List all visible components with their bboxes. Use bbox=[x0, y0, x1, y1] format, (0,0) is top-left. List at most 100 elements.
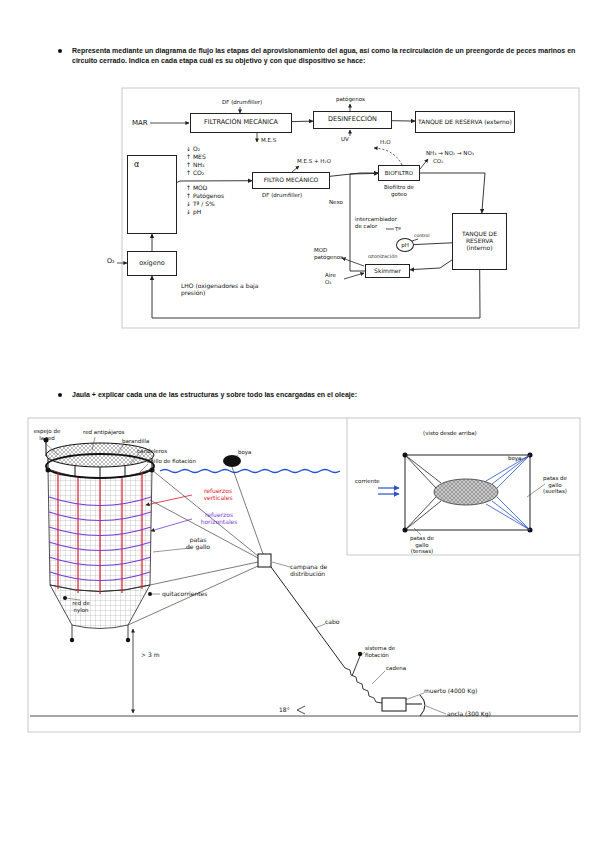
floating-ring bbox=[125, 466, 126, 477]
process-box: FILTRO MECÁNICO bbox=[252, 172, 330, 189]
process-box: oxígeno bbox=[127, 251, 177, 276]
part-name: ancla (300 Kg) bbox=[447, 710, 491, 717]
horizontal-reinforcement bbox=[49, 557, 151, 566]
flow-connector bbox=[152, 234, 153, 251]
dead-weight bbox=[382, 698, 406, 711]
flow-connector bbox=[292, 121, 313, 123]
leader-line bbox=[414, 456, 545, 535]
dead-weight bbox=[382, 698, 406, 711]
angle-label: 18° bbox=[279, 706, 290, 713]
part-name: anillo de flotación bbox=[147, 458, 196, 465]
view-note: (visto desde arriba) bbox=[423, 430, 477, 437]
flow-connector bbox=[177, 181, 252, 183]
side-arrow bbox=[117, 104, 428, 279]
tense-crowfoot bbox=[405, 455, 441, 483]
leader-line bbox=[426, 706, 446, 714]
output-label: M.E.S + H₂O bbox=[297, 158, 331, 165]
part-name: refuerzos horizontales bbox=[192, 511, 246, 525]
parameter-label: ↑ MES bbox=[186, 153, 206, 160]
part-name: cadena bbox=[386, 665, 406, 672]
bird-net bbox=[40, 440, 160, 470]
part-name: patas de gallo (tensas) bbox=[407, 535, 437, 555]
bullet-dot bbox=[58, 49, 62, 53]
node-text: DESINFECCIÓN bbox=[328, 116, 377, 123]
part-name: candeleros bbox=[137, 448, 167, 455]
node-text: Skimmer bbox=[374, 268, 401, 275]
diagram-frame bbox=[347, 418, 580, 555]
cage-weight bbox=[44, 438, 155, 643]
horizontal-reinforcement bbox=[50, 572, 150, 581]
vertical-reinforcement bbox=[57, 473, 58, 589]
current-arrow bbox=[378, 488, 399, 494]
vertical-reinforcement bbox=[58, 473, 142, 594]
mooring-line bbox=[271, 567, 345, 668]
process-note: control bbox=[414, 233, 430, 238]
depth-dimension bbox=[133, 629, 134, 713]
process-box: BIOFILTRO bbox=[378, 165, 420, 181]
part-name: patas de gallo bbox=[186, 536, 210, 550]
parameter-label: Tª bbox=[395, 226, 401, 233]
horizontal-reinforcement bbox=[49, 512, 151, 521]
top-view-cage bbox=[434, 479, 498, 505]
floating-ring bbox=[100, 467, 101, 478]
side-arrow bbox=[344, 273, 364, 279]
buoy bbox=[223, 455, 241, 467]
floating-ring bbox=[46, 440, 154, 478]
loose-crowfoot bbox=[497, 497, 530, 530]
current-arrow bbox=[378, 493, 399, 494]
flow-connector bbox=[410, 260, 452, 270]
flow-connector bbox=[420, 173, 485, 213]
parameter-label: ↓ pH bbox=[186, 208, 201, 215]
process-box: DESINFECCIÓN bbox=[313, 111, 392, 129]
floating-ring bbox=[75, 466, 76, 477]
output-label: H₂O bbox=[380, 139, 391, 146]
part-name: red de nylon bbox=[66, 600, 96, 613]
fish-tank: α bbox=[127, 155, 177, 234]
part-name: boya bbox=[238, 449, 251, 456]
flow-connector bbox=[330, 173, 378, 176]
horizontal-reinforcement bbox=[49, 542, 151, 551]
leader-line bbox=[153, 548, 190, 552]
side-arrow bbox=[412, 239, 418, 241]
node-text: BIOFILTRO bbox=[385, 170, 413, 176]
cage-weight bbox=[148, 592, 152, 596]
part-name: muerto (4000 Kg) bbox=[424, 687, 477, 694]
horizontal-reinforcement bbox=[49, 527, 151, 536]
mooring-line bbox=[352, 656, 360, 676]
cage-weight bbox=[128, 625, 129, 640]
floating-ring bbox=[46, 443, 154, 467]
diagram-frame bbox=[28, 88, 580, 732]
tank-box: TANQUE DE RESERVA (externo) bbox=[415, 111, 515, 133]
dimension-label: > 3 m bbox=[141, 651, 160, 658]
tense-crowfoot bbox=[405, 497, 436, 530]
leader-line bbox=[152, 594, 160, 595]
question-text: Jaula + explicar cada una de las estruct… bbox=[72, 390, 582, 400]
leader-line bbox=[272, 562, 290, 567]
part-name: quitacorrientes bbox=[162, 590, 207, 597]
node-text: TANQUE DE RESERVA (externo) bbox=[418, 119, 512, 126]
flow-connector bbox=[152, 270, 480, 318]
device-label: DF (drumfiller) bbox=[222, 99, 262, 106]
mooring-line bbox=[271, 567, 382, 703]
side-arrow bbox=[350, 104, 351, 111]
output-label: patógenos bbox=[336, 96, 365, 103]
process-note: ozonización bbox=[368, 253, 397, 259]
part-name: espejo de la red bbox=[31, 428, 63, 441]
loose-crowfoot bbox=[492, 455, 530, 484]
flow-connector bbox=[414, 243, 452, 245]
cage-net bbox=[48, 469, 152, 629]
leader-line bbox=[527, 484, 545, 497]
question-text: Representa mediante un diagrama de flujo… bbox=[72, 46, 582, 66]
part-name: refuerzos verticales bbox=[192, 487, 244, 501]
water-surface bbox=[160, 470, 340, 473]
bird-net bbox=[40, 440, 160, 470]
loose-crowfoot bbox=[492, 501, 530, 530]
current-arrow bbox=[378, 487, 399, 488]
mooring-line bbox=[358, 652, 362, 656]
tense-crowfoot bbox=[405, 455, 436, 488]
tense-crowfoot bbox=[405, 455, 441, 530]
tense-crowfoot bbox=[405, 501, 441, 530]
